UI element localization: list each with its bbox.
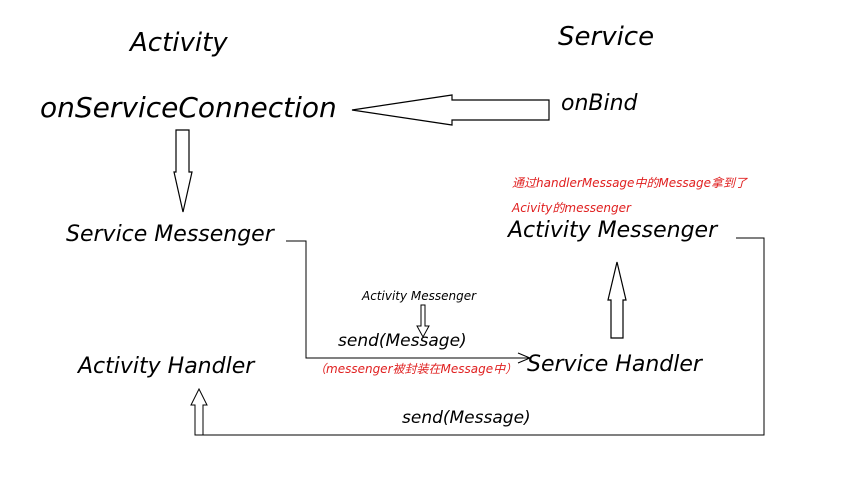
- activity-handler-label: Activity Handler: [78, 354, 255, 379]
- payload-activity-messenger-label: Activity Messenger: [362, 289, 477, 303]
- connection-to-service-messenger-arrow: [173, 129, 193, 213]
- service-handler-to-activity-messenger-arrow: [607, 261, 627, 339]
- handler-message-note-line1: 通过handlerMessage中的Message拿到了: [512, 176, 748, 190]
- on-service-connection-label: onServiceConnection: [40, 91, 337, 124]
- activity-title: Activity: [130, 28, 228, 58]
- send-to-service-line: [286, 240, 530, 359]
- send-to-service-label: send(Message): [338, 331, 467, 351]
- payload-arrow: [416, 304, 430, 339]
- on-bind-label: onBind: [561, 91, 638, 116]
- onbind-to-connection-arrow: [351, 94, 550, 126]
- handler-message-note-line2: Acivity的messenger: [512, 201, 631, 215]
- send-to-service-arrowhead: [517, 352, 532, 364]
- send-to-activity-label: send(Message): [402, 408, 531, 428]
- service-title: Service: [558, 22, 655, 52]
- send-to-activity-line: [203, 237, 765, 436]
- messenger-wrapped-note: （messenger被封装在Message中）: [314, 362, 518, 376]
- activity-messenger-label: Activity Messenger: [508, 218, 718, 243]
- service-messenger-label: Service Messenger: [66, 222, 274, 247]
- service-handler-label: Service Handler: [527, 352, 702, 377]
- send-to-activity-arrowhead: [190, 387, 208, 436]
